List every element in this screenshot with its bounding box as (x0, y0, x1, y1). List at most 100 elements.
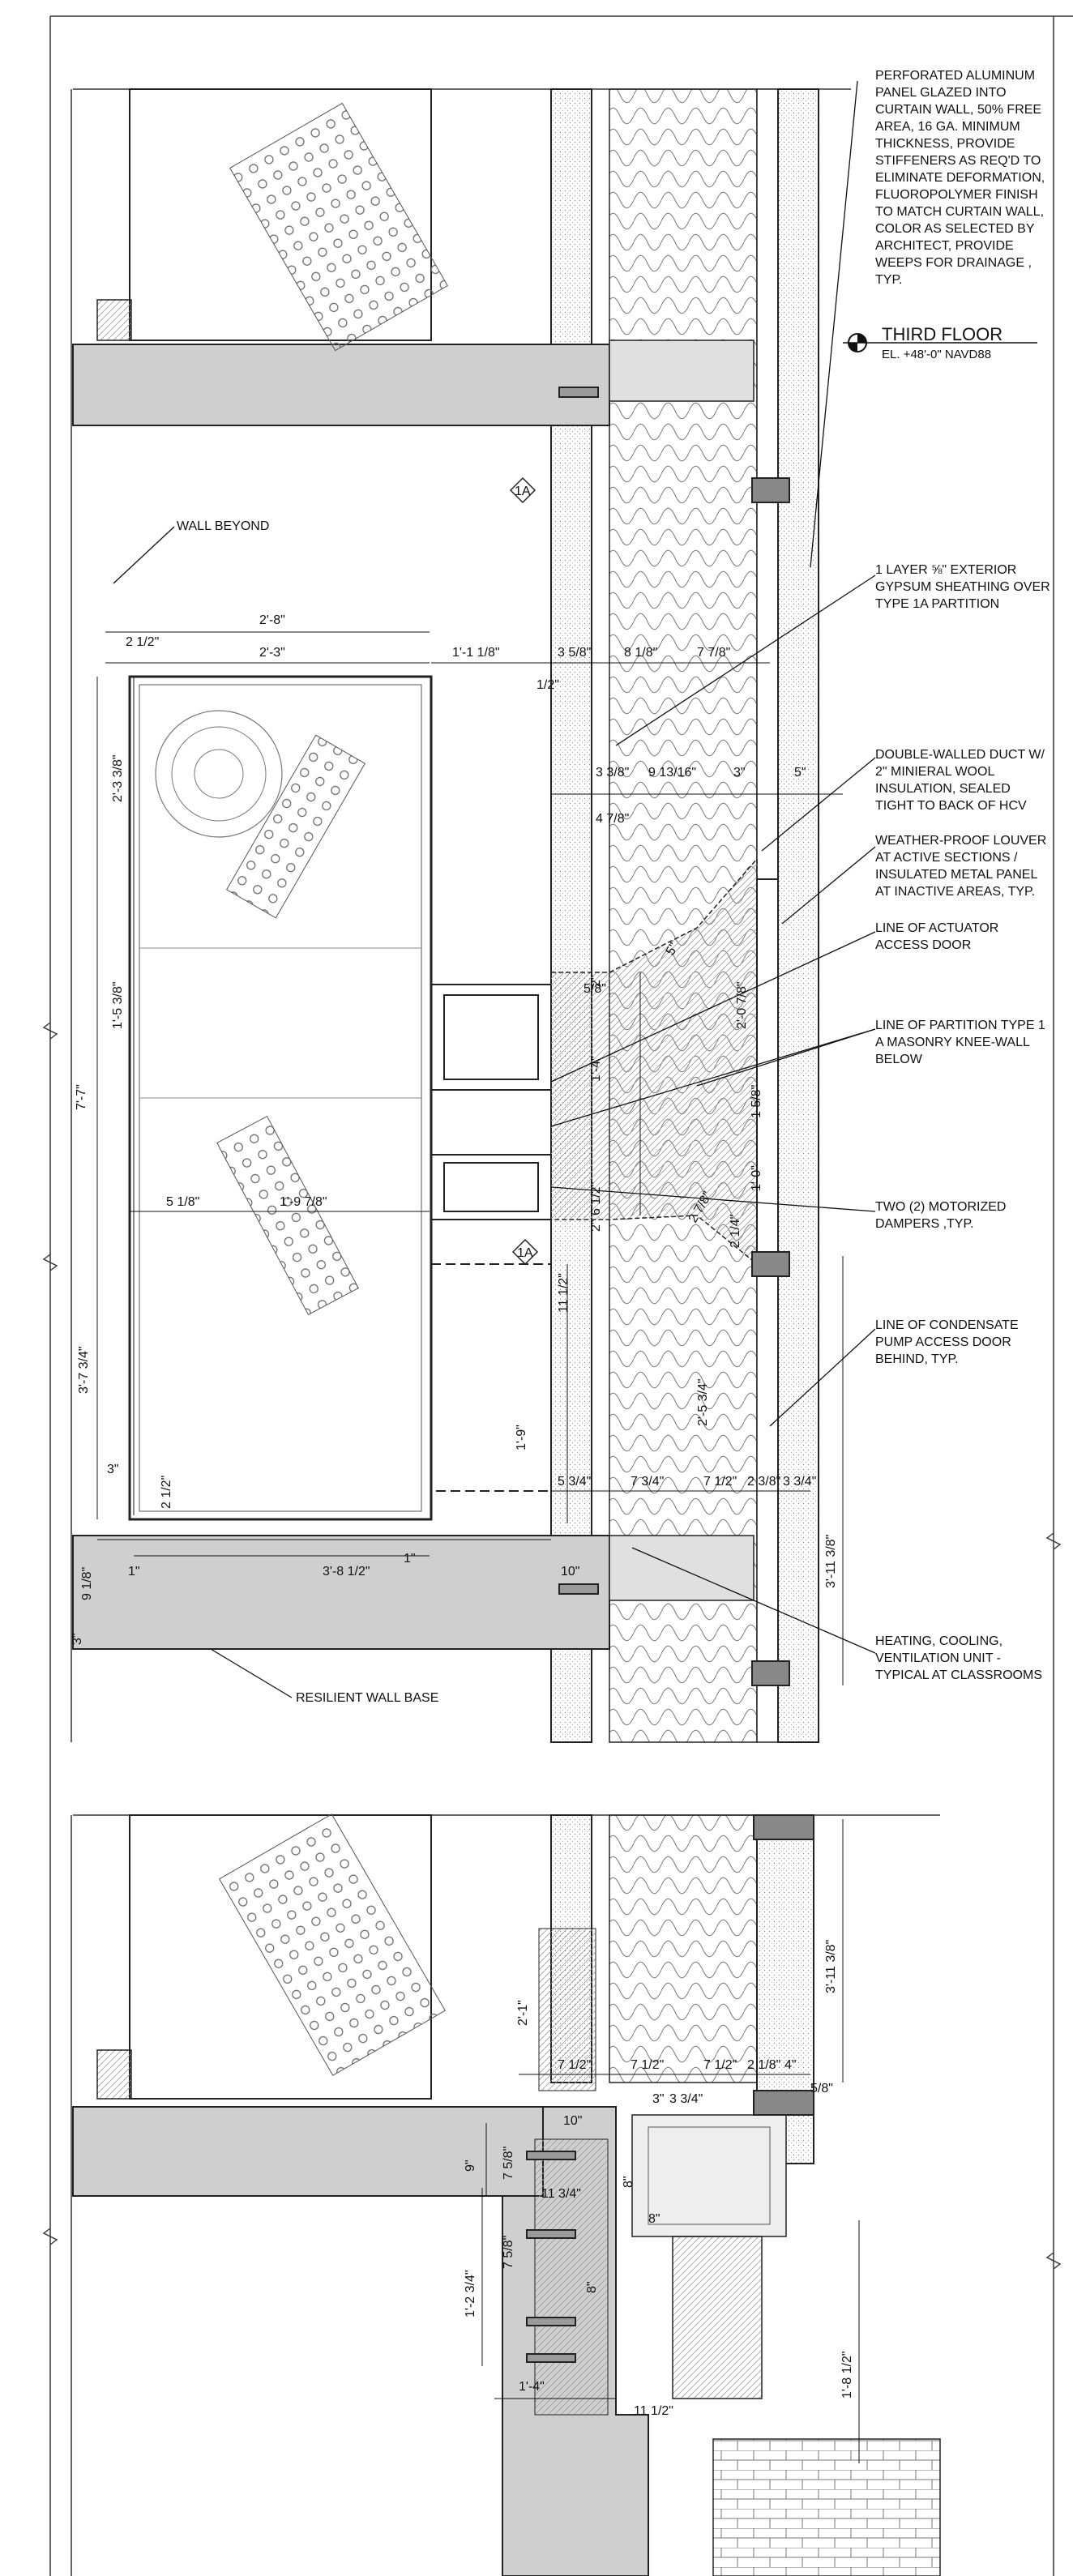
level-name: THIRD FLOOR (882, 324, 1002, 344)
dim-label: 2 1/4" (729, 1215, 742, 1248)
weather-proof-louver (756, 878, 779, 1261)
dim-label: 10" (563, 2114, 582, 2128)
dim-label: 5/8" (584, 982, 606, 996)
dim-label: 3'-11 3/8" (824, 1940, 838, 1993)
dimension-lines (96, 631, 844, 1685)
dim-label: 7 3/4" (631, 1475, 664, 1489)
double-walled-duct (551, 857, 758, 1266)
dim-label: 3'-7 3/4" (77, 1346, 91, 1394)
dim-label: 5 3/4" (558, 1475, 591, 1489)
hvac-unit-above (129, 88, 432, 341)
note-hvac-unit: HEATING, COOLING, VENTILATION UNIT - TYP… (875, 1634, 1042, 1682)
motorized-dampers (430, 984, 552, 1220)
dim-label: 2'-3" (259, 646, 285, 660)
dim-label: 3" (71, 1633, 84, 1645)
dim-label: 2 1/2" (160, 1476, 173, 1509)
dim-label: 4" (784, 2058, 797, 2072)
dim-label: 8 1/8" (624, 646, 657, 660)
dim-label: 5" (794, 766, 806, 780)
dim-label: 3 3/4" (783, 1475, 816, 1489)
leader-lines (113, 80, 876, 1698)
dim-label: 10" (561, 1565, 579, 1578)
dim-label: 7 1/2" (631, 2058, 664, 2072)
dim-label: 11 1/2" (557, 1273, 571, 1313)
dim-label: 1'-0" (750, 1165, 763, 1191)
dim-label: 11 1/2" (634, 2404, 673, 2418)
note-resilient-wall-base: RESILIENT WALL BASE (296, 1691, 438, 1705)
dim-label: 5/8" (810, 2082, 833, 2095)
partition-tag-upper (509, 476, 536, 504)
dim-label: 7 5/8" (502, 2236, 515, 2269)
level-elevation: EL. +48'-0" NAVD88 (882, 348, 991, 361)
dim-label: 1'-2 3/4" (464, 2270, 477, 2318)
dim-label: 3'-11 3/8" (824, 1535, 838, 1588)
tag-label-lower: 1A (517, 1246, 533, 1260)
dim-label: 1'-9 7/8" (280, 1195, 327, 1209)
dim-label: 3" (733, 766, 746, 780)
floor-slab-top (72, 344, 610, 426)
break-marks (42, 1022, 1062, 2270)
note-motorized-dampers: TWO (2) MOTORIZED DAMPERS ,TYP. (875, 1200, 1010, 1231)
dim-label: 9 1/8" (80, 1567, 94, 1600)
dim-label: 1'-9" (515, 1425, 528, 1450)
dim-label: 4 7/8" (596, 812, 629, 826)
dim-label: 1'-5 3/8" (111, 981, 125, 1029)
dim-label: 1'-4" (589, 1056, 603, 1082)
dim-label: 7 1/2" (703, 1475, 737, 1489)
dimension-labels-lower: 2'-1" 3'-11 3/8" 7 1/2" 7 1/2" 7 1/2" 2 … (464, 1940, 854, 2418)
dim-label: 2 3/8" (747, 1475, 780, 1489)
dim-label: 1/2" (536, 678, 559, 692)
floor-slab-bottom (72, 1535, 610, 1650)
dim-label: 1" (128, 1565, 140, 1578)
dim-label: 3 3/4" (669, 2092, 703, 2106)
tag-label-upper: 1A (515, 485, 531, 498)
hvac-unit (128, 675, 433, 1521)
dim-label: 11 3/4" (541, 2187, 581, 2201)
lower-section: 2'-1" 3'-11 3/8" 7 1/2" 7 1/2" 7 1/2" 2 … (72, 1813, 941, 2576)
dim-label: 7'-7" (75, 1084, 88, 1110)
note-partition-type: LINE OF PARTITION TYPE 1 A MASONRY KNEE-… (875, 1019, 1049, 1066)
dim-label: 9 13/16" (648, 766, 696, 780)
partition-tag-lower (511, 1238, 539, 1266)
level-marker (843, 333, 1037, 352)
dimension-labels-upper: 2'-8" 2 1/2" 2'-3" 1'-1 1/8" 3 5/8" 1/2"… (71, 613, 838, 1645)
dim-label: 7 5/8" (502, 2147, 515, 2180)
dim-label: 1'-8 1/2" (840, 2351, 854, 2399)
dim-label: 2 1/2" (126, 635, 159, 649)
dim-label: 3'-8 1/2" (323, 1565, 370, 1578)
dim-label: 9" (464, 2159, 477, 2172)
dim-label: 7 1/2" (703, 2058, 737, 2072)
note-wall-beyond: WALL BEYOND (177, 519, 269, 533)
dim-label: 3" (107, 1463, 119, 1476)
dim-label: 3 3/8" (596, 766, 629, 780)
dim-label: 2'-8" (259, 613, 285, 627)
dim-label: 7 1/2" (558, 2058, 591, 2072)
dim-label: 2'-1" (516, 2000, 530, 2026)
upper-section: THIRD FLOOR EL. +48'-0" NAVD88 1A 1A PER… (71, 69, 1054, 1743)
dim-label: 8" (648, 2212, 660, 2226)
note-gypsum-sheathing: 1 LAYER ⅝" EXTERIOR GYPSUM SHEATHING OVE… (875, 563, 1054, 611)
dim-label: 2'-5 3/4" (696, 1378, 710, 1426)
dim-label: 1 5/8" (750, 1085, 763, 1118)
note-double-walled-duct: DOUBLE-WALLED DUCT W/ 2" MINIERAL WOOL I… (875, 748, 1048, 813)
curtain-wall-panel (777, 88, 819, 1743)
dim-label: 2 1/8" (747, 2058, 780, 2072)
dim-label: 2" (589, 1220, 603, 1232)
note-condensate-door: LINE OF CONDENSATE PUMP ACCESS DOOR BEHI… (875, 1318, 1022, 1366)
note-louver: WEATHER-PROOF LOUVER AT ACTIVE SECTIONS … (875, 834, 1050, 899)
dim-label: 8" (622, 2176, 635, 2188)
dim-label: 1'-1 1/8" (452, 646, 500, 660)
dim-label: 3" (652, 2092, 665, 2106)
dim-label: 1'-4" (519, 2380, 545, 2394)
dim-label: 6 1/2" (589, 1182, 603, 1215)
dim-label: 1" (404, 1552, 416, 1566)
dim-label: 5 1/8" (166, 1195, 199, 1209)
dim-label: 2" (589, 975, 603, 987)
interior-partition (550, 88, 592, 1743)
dim-label: 3 5/8" (558, 646, 591, 660)
dim-label: 2'-3 3/8" (111, 754, 125, 802)
note-perforated-panel: PERFORATED ALUMINUM PANEL GLAZED INTO CU… (875, 69, 1049, 287)
dim-label: 8" (585, 2281, 599, 2293)
dim-label: 2'-0 7/8" (735, 981, 749, 1029)
